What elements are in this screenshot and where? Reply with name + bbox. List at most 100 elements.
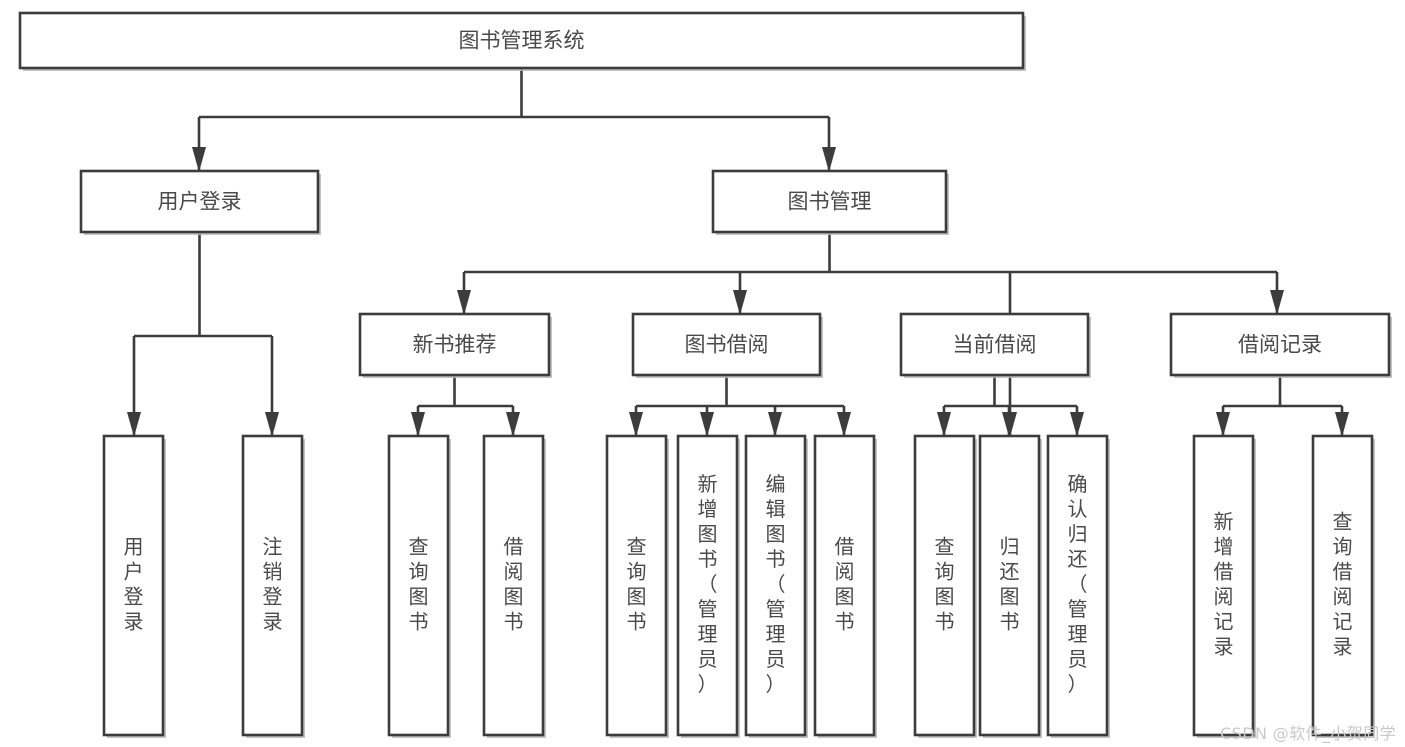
connector-root-to-level2 — [192, 68, 836, 172]
node-label-char: 录 — [124, 610, 144, 634]
node-label: 用户登录 — [158, 190, 242, 214]
node-label-char: 借 — [504, 535, 524, 559]
node-label-char: 理 — [698, 622, 718, 646]
arrow-head-icon — [192, 147, 206, 172]
node-outline — [631, 312, 822, 377]
connector-user-login-to-leaves — [127, 232, 279, 437]
node-label-char: 管 — [766, 597, 786, 621]
node-label-char: 书 — [766, 547, 786, 571]
node-label-char: 增 — [1214, 535, 1234, 559]
node-label: 借阅记录 — [1238, 333, 1322, 357]
node-label-char: 询 — [409, 560, 429, 584]
node-outline — [913, 434, 976, 737]
node-leaf-user-login[interactable]: 用户登录 — [102, 434, 166, 738]
node-label-char: （ — [766, 572, 786, 596]
node-label: 当前借阅 — [953, 333, 1037, 357]
node-label-char: 书 — [1000, 610, 1020, 634]
connector-book-borrow-to-leaves — [629, 375, 851, 437]
node-label-char: 管 — [698, 597, 718, 621]
arrow-head-icon — [733, 290, 747, 315]
node-label-char: 书 — [835, 610, 855, 634]
node-book-manage[interactable]: 图书管理 — [711, 169, 949, 235]
node-label-char: 询 — [627, 560, 647, 584]
node-label-char: 理 — [1068, 622, 1088, 646]
node-label-char: 销 — [263, 560, 283, 584]
node-outline — [241, 434, 304, 737]
arrow-head-icon — [1270, 290, 1284, 315]
arrow-head-icon — [1070, 412, 1084, 437]
arrow-head-icon — [822, 147, 836, 172]
node-label-char: 借 — [1214, 560, 1234, 584]
node-label-char: 图 — [698, 522, 718, 546]
node-label-char: 书 — [698, 547, 718, 571]
node-label-char: 理 — [766, 622, 786, 646]
node-label: 新书推荐 — [413, 333, 497, 357]
connectors-layer — [127, 68, 1349, 437]
node-new-book-recommend[interactable]: 新书推荐 — [358, 312, 552, 378]
node-label-char: 增 — [698, 497, 718, 521]
node-label-char: 图 — [835, 585, 855, 609]
node-label-char: 录 — [1333, 635, 1353, 659]
arrow-head-icon — [457, 290, 471, 315]
node-outline — [676, 434, 739, 737]
node-label-char: 询 — [1333, 535, 1353, 559]
node-label-char: 查 — [409, 535, 429, 559]
arrow-head-icon — [265, 412, 279, 437]
node-label-char: 员 — [698, 647, 718, 671]
node-borrow-record[interactable]: 借阅记录 — [1169, 312, 1392, 378]
node-label-char: 户 — [124, 560, 144, 584]
node-label-char: 借 — [1333, 560, 1353, 584]
node-outline — [744, 434, 807, 737]
node-outline — [1169, 312, 1391, 377]
node-label-char: 员 — [1068, 647, 1088, 671]
node-label-char: ） — [766, 672, 786, 696]
node-label: 图书借阅 — [685, 333, 769, 357]
arrow-head-icon — [411, 412, 425, 437]
node-label: 图书管理 — [788, 190, 872, 214]
node-label-char: 用 — [124, 535, 144, 559]
node-label-char: 登 — [263, 585, 283, 609]
node-outline — [102, 434, 165, 737]
node-label-char: ） — [1068, 672, 1088, 696]
node-label-char: 归 — [1000, 535, 1020, 559]
arrow-head-icon — [1002, 412, 1016, 437]
node-outline — [813, 434, 876, 737]
arrow-head-icon — [1335, 412, 1349, 437]
node-label-char: 记 — [1214, 610, 1234, 634]
connector-book-manage-to-level3 — [457, 232, 1284, 437]
node-outline — [1311, 434, 1374, 737]
node-current-borrow[interactable]: 当前借阅 — [899, 312, 1091, 378]
node-outline — [605, 434, 668, 737]
node-label-char: （ — [1068, 572, 1088, 596]
node-label-char: 录 — [1214, 635, 1234, 659]
node-label-char: 还 — [1000, 560, 1020, 584]
node-label-char: 图 — [409, 585, 429, 609]
node-label-char: 认 — [1068, 497, 1088, 521]
node-label-char: 查 — [627, 535, 647, 559]
node-outline — [899, 312, 1090, 377]
node-root[interactable]: 图书管理系统 — [18, 11, 1026, 71]
node-label-char: 图 — [1000, 585, 1020, 609]
node-outline — [18, 11, 1025, 70]
node-label-char: 新 — [1214, 510, 1234, 534]
node-outline — [711, 169, 948, 234]
node-user-login[interactable]: 用户登录 — [79, 169, 321, 235]
node-outline — [1046, 434, 1109, 737]
node-outline — [79, 169, 320, 234]
node-label-char: 注 — [263, 535, 283, 559]
node-label-char: 图 — [935, 585, 955, 609]
node-outline — [978, 434, 1041, 737]
node-book-borrow[interactable]: 图书借阅 — [631, 312, 823, 378]
